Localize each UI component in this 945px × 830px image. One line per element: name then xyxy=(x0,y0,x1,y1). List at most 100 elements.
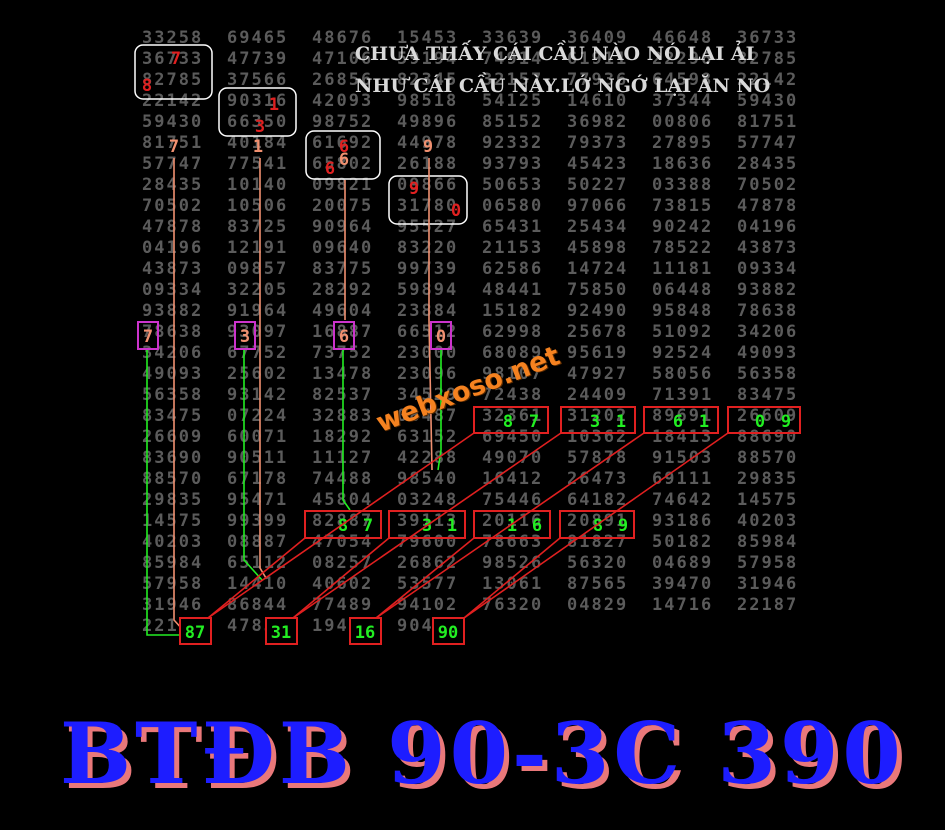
grid-cell: 92524 xyxy=(652,343,714,363)
grid-cell: 77541 xyxy=(227,154,289,174)
grid-cell: 14724 xyxy=(567,259,629,279)
grid-cell: 78638 xyxy=(737,301,799,321)
grid-cell: 32361 xyxy=(482,406,544,426)
grid-cell: 81751 xyxy=(737,112,799,132)
grid-cell: 37344 xyxy=(652,91,714,111)
grid-cell: 04689 xyxy=(652,553,714,573)
right-result-digit: 6 xyxy=(673,412,683,432)
grid-cell: 71391 xyxy=(652,385,714,405)
grid-cell: 59430 xyxy=(142,112,204,132)
grid-cell: 61911 xyxy=(567,49,629,69)
grid-cell: 98518 xyxy=(397,91,459,111)
grid-cell: 95848 xyxy=(652,301,714,321)
right-result-digit: 0 xyxy=(755,412,765,432)
grid-cell: 34206 xyxy=(737,322,799,342)
grid-cell: 32157 xyxy=(482,70,544,90)
grid-cell: 49070 xyxy=(482,448,544,468)
grid-cell: 64182 xyxy=(567,490,629,510)
green-connector xyxy=(243,350,263,581)
pair-bottom-digit: 8 xyxy=(142,76,152,96)
grid-cell: 59430 xyxy=(737,91,799,111)
grid-cell: 93882 xyxy=(142,301,204,321)
grid-cell: 31202 xyxy=(567,406,629,426)
grid-cell: 90316 xyxy=(227,91,289,111)
grid-cell: 40203 xyxy=(737,511,799,531)
grid-cell: 22296 xyxy=(652,49,714,69)
pair-bottom-digit: 6 xyxy=(325,159,335,179)
mid-digit-box xyxy=(333,321,355,350)
grid-cell: 26473 xyxy=(567,469,629,489)
grid-cell: 72438 xyxy=(482,385,544,405)
trace-digit: 6 xyxy=(339,150,349,170)
mid-digit-box xyxy=(430,321,452,350)
grid-cell: 45423 xyxy=(567,154,629,174)
lower-result-box xyxy=(559,510,635,539)
grid-cell: 42288 xyxy=(397,448,459,468)
grid-cell: 91503 xyxy=(652,448,714,468)
grid-cell: 57878 xyxy=(567,448,629,468)
grid-cell: 77936 xyxy=(567,70,629,90)
lower-result-box xyxy=(304,510,382,539)
grid-cell: 45898 xyxy=(567,238,629,258)
grid-cell: 33639 xyxy=(482,28,544,48)
grid-cell: 56320 xyxy=(567,553,629,573)
grid-cell: 93793 xyxy=(482,154,544,174)
grid-cell: 59194 xyxy=(397,49,459,69)
grid-cell: 07224 xyxy=(227,406,289,426)
pair-bottom-digit: 3 xyxy=(255,117,265,137)
grid-cell: 16887 xyxy=(312,322,374,342)
grid-cell: 98526 xyxy=(482,553,544,573)
grid-cell: 36409 xyxy=(567,28,629,48)
grid-cell: 47878 xyxy=(142,217,204,237)
grid-cell: 14575 xyxy=(737,490,799,510)
grid-cell: 40203 xyxy=(142,532,204,552)
grid-cell: 09640 xyxy=(312,238,374,258)
grid-cell: 95619 xyxy=(567,343,629,363)
page-title: BTĐB 90-3C 390 xyxy=(60,704,905,803)
right-result-digit: 1 xyxy=(699,412,709,432)
grid-cell: 65431 xyxy=(482,217,544,237)
grid-cell: 20891 xyxy=(567,511,629,531)
grid-cell: 04196 xyxy=(142,238,204,258)
grid-cell: 47106 xyxy=(312,49,374,69)
green-connector xyxy=(437,350,442,471)
grid-cell: 50227 xyxy=(567,175,629,195)
lower-result-box xyxy=(388,510,466,539)
link-line xyxy=(463,432,729,619)
link-line xyxy=(463,537,561,619)
lower-result-digit: 6 xyxy=(532,516,542,536)
grid-cell: 26862 xyxy=(397,553,459,573)
grid-cell: 88570 xyxy=(737,448,799,468)
grid-cell: 22142 xyxy=(737,70,799,90)
mid-digit: 0 xyxy=(436,327,446,347)
grid-cell: 36733 xyxy=(142,49,204,69)
grid-cell: 36733 xyxy=(737,28,799,48)
grid-cell: 98752 xyxy=(312,112,374,132)
grid-cell: 43873 xyxy=(737,238,799,258)
grid-cell: 99739 xyxy=(397,259,459,279)
grid-cell: 88570 xyxy=(142,469,204,489)
grid-cell: 62586 xyxy=(482,259,544,279)
grid-cell: 82537 xyxy=(312,385,374,405)
grid-cell: 47927 xyxy=(567,364,629,384)
link-line xyxy=(207,432,475,619)
grid-cell: 47878 xyxy=(737,196,799,216)
lower-result-digit: 9 xyxy=(618,516,628,536)
grid-cell: 67178 xyxy=(227,469,289,489)
right-result-box xyxy=(473,406,549,434)
grid-cell: 32883 xyxy=(312,406,374,426)
grid-cell: 83220 xyxy=(397,238,459,258)
grid-cell: 66512 xyxy=(397,322,459,342)
grid-cell: 91964 xyxy=(227,301,289,321)
grid-cell: 82785 xyxy=(142,70,204,90)
trace-line xyxy=(428,158,433,471)
grid-cell: 78522 xyxy=(652,238,714,258)
link-line xyxy=(292,432,562,619)
grid-cell: 09334 xyxy=(737,259,799,279)
grid-cell: 83475 xyxy=(142,406,204,426)
grid-cell: 74488 xyxy=(312,469,374,489)
grid-cell: 56358 xyxy=(142,385,204,405)
grid-cell: 85152 xyxy=(482,112,544,132)
grid-cell: 18636 xyxy=(652,154,714,174)
grid-cell: 95471 xyxy=(227,490,289,510)
